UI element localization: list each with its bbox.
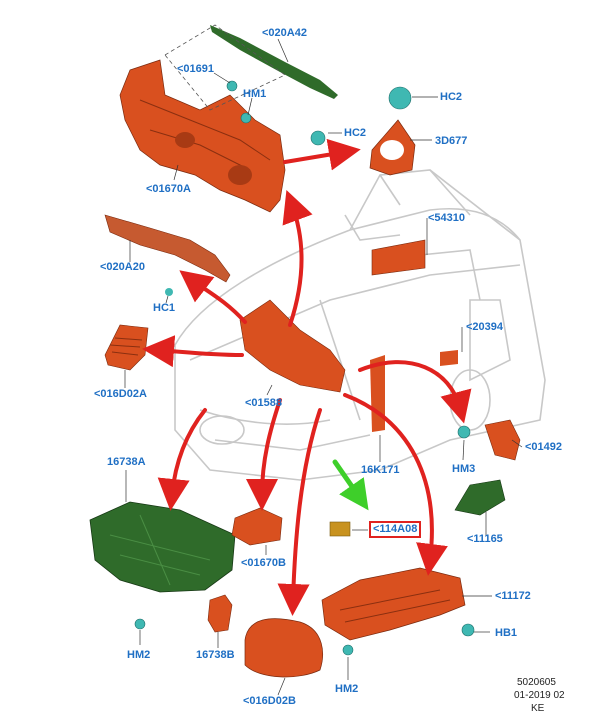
pad-016d02b [244, 618, 323, 678]
footer-date-code: 01-2019 02 [514, 690, 565, 701]
callout-hc2-mid[interactable]: HC2 [344, 127, 367, 139]
footer-ref-number: 5020605 [517, 677, 556, 688]
callout-016d02b[interactable]: <016D02B [243, 695, 296, 707]
callout-020a20[interactable]: <020A20 [100, 261, 145, 273]
cowl-seal-strip [210, 25, 338, 99]
callout-16k171[interactable]: 16K171 [361, 464, 400, 476]
dash-panel-upper-part [119, 59, 286, 213]
callout-01691[interactable]: <01691 [177, 63, 215, 75]
insulator-16738b [207, 594, 233, 633]
green-pointer-arrow [332, 459, 369, 511]
callout-020a42[interactable]: <020A42 [262, 27, 307, 39]
callout-54310[interactable]: <54310 [428, 212, 466, 224]
underbody-shield-16738a [89, 501, 236, 593]
callout-hc2-top[interactable]: HC2 [440, 91, 463, 103]
callout-114a08[interactable]: <114A08 [368, 521, 422, 538]
callout-16738b[interactable]: 16738B [196, 649, 235, 661]
callout-01588[interactable]: <01588 [245, 397, 283, 409]
callout-016d02a[interactable]: <016D02A [94, 388, 147, 400]
fastener-hc1 [165, 288, 173, 296]
part-01492 [484, 419, 521, 461]
callout-hm1[interactable]: HM1 [243, 88, 267, 100]
callout-11172[interactable]: <11172 [495, 590, 531, 602]
callout-20394[interactable]: <20394 [466, 321, 504, 333]
insulator-01670b [231, 507, 283, 546]
footer-region-code: KE [531, 703, 545, 714]
floor-insulator-11172 [321, 567, 466, 641]
red-direction-arrows [142, 138, 472, 616]
fasteners-lower [134, 425, 475, 656]
callout-11165[interactable]: <11165 [467, 533, 503, 545]
leader-lines [124, 38, 523, 696]
bracket-11165 [454, 479, 506, 516]
guide-lines [164, 24, 286, 111]
pad-016d02a [104, 324, 149, 371]
callout-hb1[interactable]: HB1 [495, 627, 518, 639]
callout-3d677[interactable]: 3D677 [435, 135, 468, 147]
callout-16738a[interactable]: 16738A [107, 456, 146, 468]
fasteners-top [226, 80, 412, 146]
callout-hc1[interactable]: HC1 [153, 302, 176, 314]
callout-hm2-right[interactable]: HM2 [335, 683, 359, 695]
callout-01670b[interactable]: <01670B [241, 557, 286, 569]
callout-01670a[interactable]: <01670A [146, 183, 191, 195]
pad-114a08 [329, 521, 351, 537]
callout-hm2-left[interactable]: HM2 [127, 649, 151, 661]
callout-hm3[interactable]: HM3 [452, 463, 476, 475]
callout-01492[interactable]: <01492 [525, 441, 563, 453]
